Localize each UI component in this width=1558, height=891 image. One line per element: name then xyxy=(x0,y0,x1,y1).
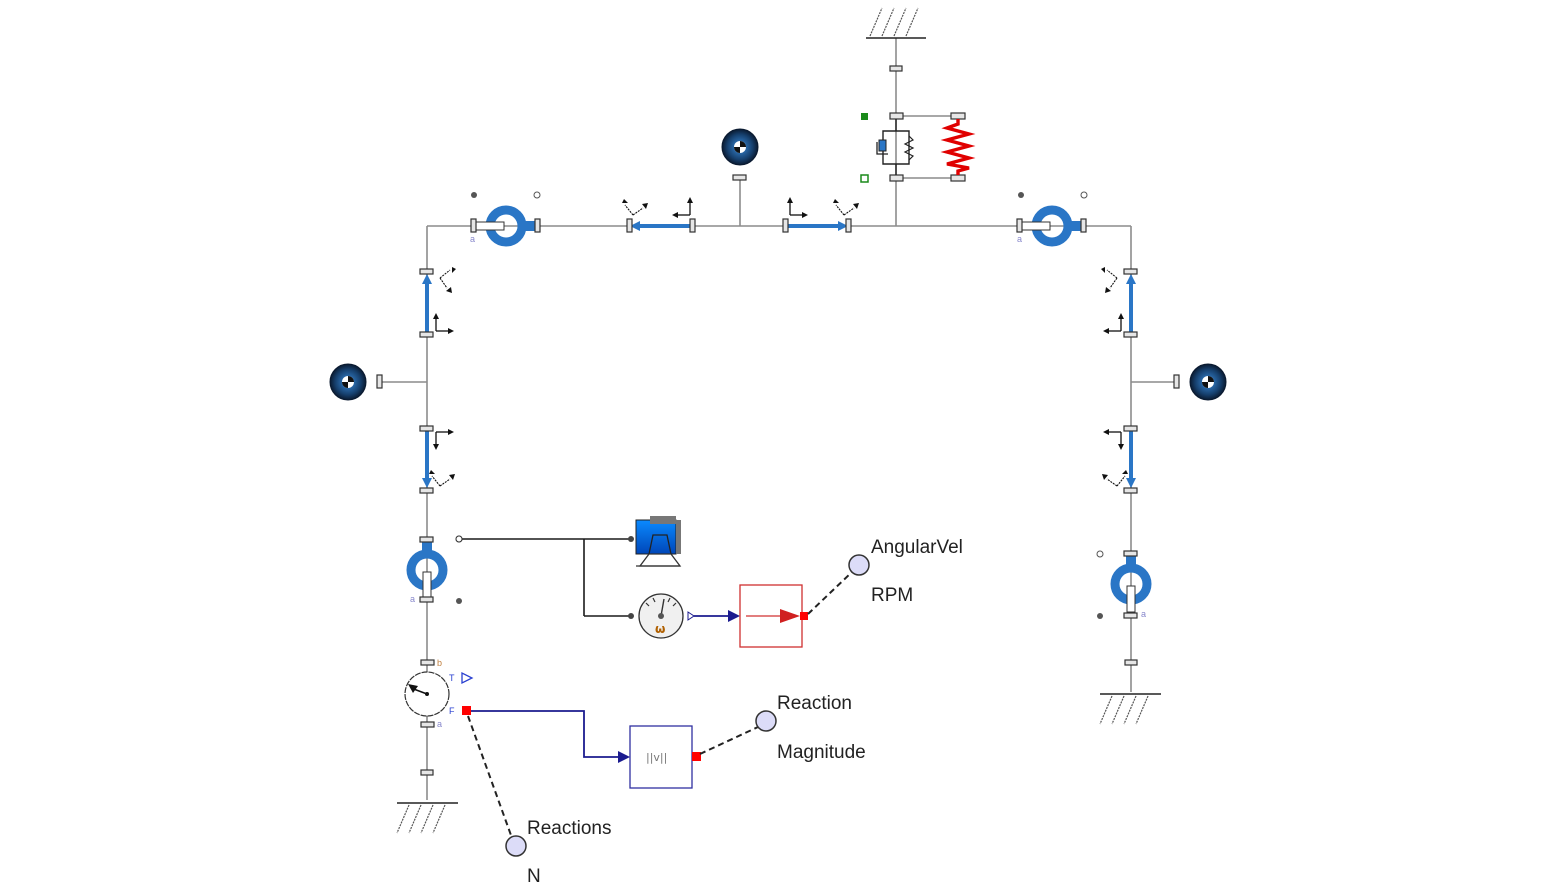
port-label-F: F xyxy=(449,706,455,716)
port-label-a: a xyxy=(470,234,475,244)
probe-link xyxy=(807,571,853,615)
spring[interactable] xyxy=(940,112,976,182)
revolute-right[interactable]: a xyxy=(1096,550,1152,619)
ground-right[interactable] xyxy=(1099,659,1161,725)
state-marker-empty xyxy=(860,174,869,183)
rigid-transform-left-upper[interactable] xyxy=(419,266,457,338)
norm-symbol: ||v|| xyxy=(646,751,667,764)
revolute-top-right[interactable]: a xyxy=(1016,191,1088,247)
probe-unit: Magnitude xyxy=(777,742,866,763)
force-sensor[interactable]: b a T F xyxy=(404,658,474,729)
rigid-transform-right-lower[interactable] xyxy=(1101,425,1138,494)
probe-unit: RPM xyxy=(871,585,913,606)
probe-name: AngularVel xyxy=(871,537,963,558)
probe-unit: N xyxy=(527,866,541,887)
probe-reactions[interactable]: Reactions N xyxy=(505,818,612,887)
probe-link xyxy=(467,715,513,839)
motor[interactable] xyxy=(628,516,682,567)
rigid-transform-left-lower[interactable] xyxy=(419,425,456,494)
norm-block[interactable]: ||v|| xyxy=(629,725,701,789)
probe-name: Reactions xyxy=(527,818,612,839)
speed-sensor[interactable]: ω xyxy=(628,593,695,639)
rigid-transform-top-right[interactable] xyxy=(782,196,860,233)
gain-block[interactable] xyxy=(739,584,808,648)
port-label-T: T xyxy=(449,673,455,683)
signal-wire[interactable] xyxy=(471,710,620,758)
signal-arrow xyxy=(728,610,740,622)
revolute-left[interactable]: a xyxy=(406,535,463,604)
port-label-b: b xyxy=(437,658,442,668)
omega-symbol: ω xyxy=(655,622,665,636)
mass-top[interactable] xyxy=(721,128,759,181)
port-label-a: a xyxy=(437,719,442,729)
mass-left[interactable] xyxy=(329,363,383,401)
ground-left[interactable] xyxy=(396,769,458,834)
probe-reaction-magnitude[interactable]: Reaction Magnitude xyxy=(755,693,866,763)
probe-link xyxy=(699,726,759,755)
probe-name: Reaction xyxy=(777,693,852,714)
mechanical-connections xyxy=(381,38,1176,800)
port-label-a: a xyxy=(1017,234,1022,244)
rigid-transform-right-upper[interactable] xyxy=(1100,266,1138,338)
state-marker-filled xyxy=(861,113,868,120)
probe-angular-vel[interactable]: AngularVel RPM xyxy=(848,537,963,606)
revolute-top-left[interactable]: a xyxy=(470,191,541,247)
port-label-a: a xyxy=(410,594,415,604)
motor-wiring xyxy=(455,535,632,617)
mass-right[interactable] xyxy=(1173,363,1227,401)
ground-top[interactable] xyxy=(866,7,926,72)
rigid-transform-top-left[interactable] xyxy=(621,196,696,233)
port-label-a: a xyxy=(1141,609,1146,619)
spring-damper[interactable] xyxy=(876,112,915,182)
signal-arrow xyxy=(618,751,630,763)
